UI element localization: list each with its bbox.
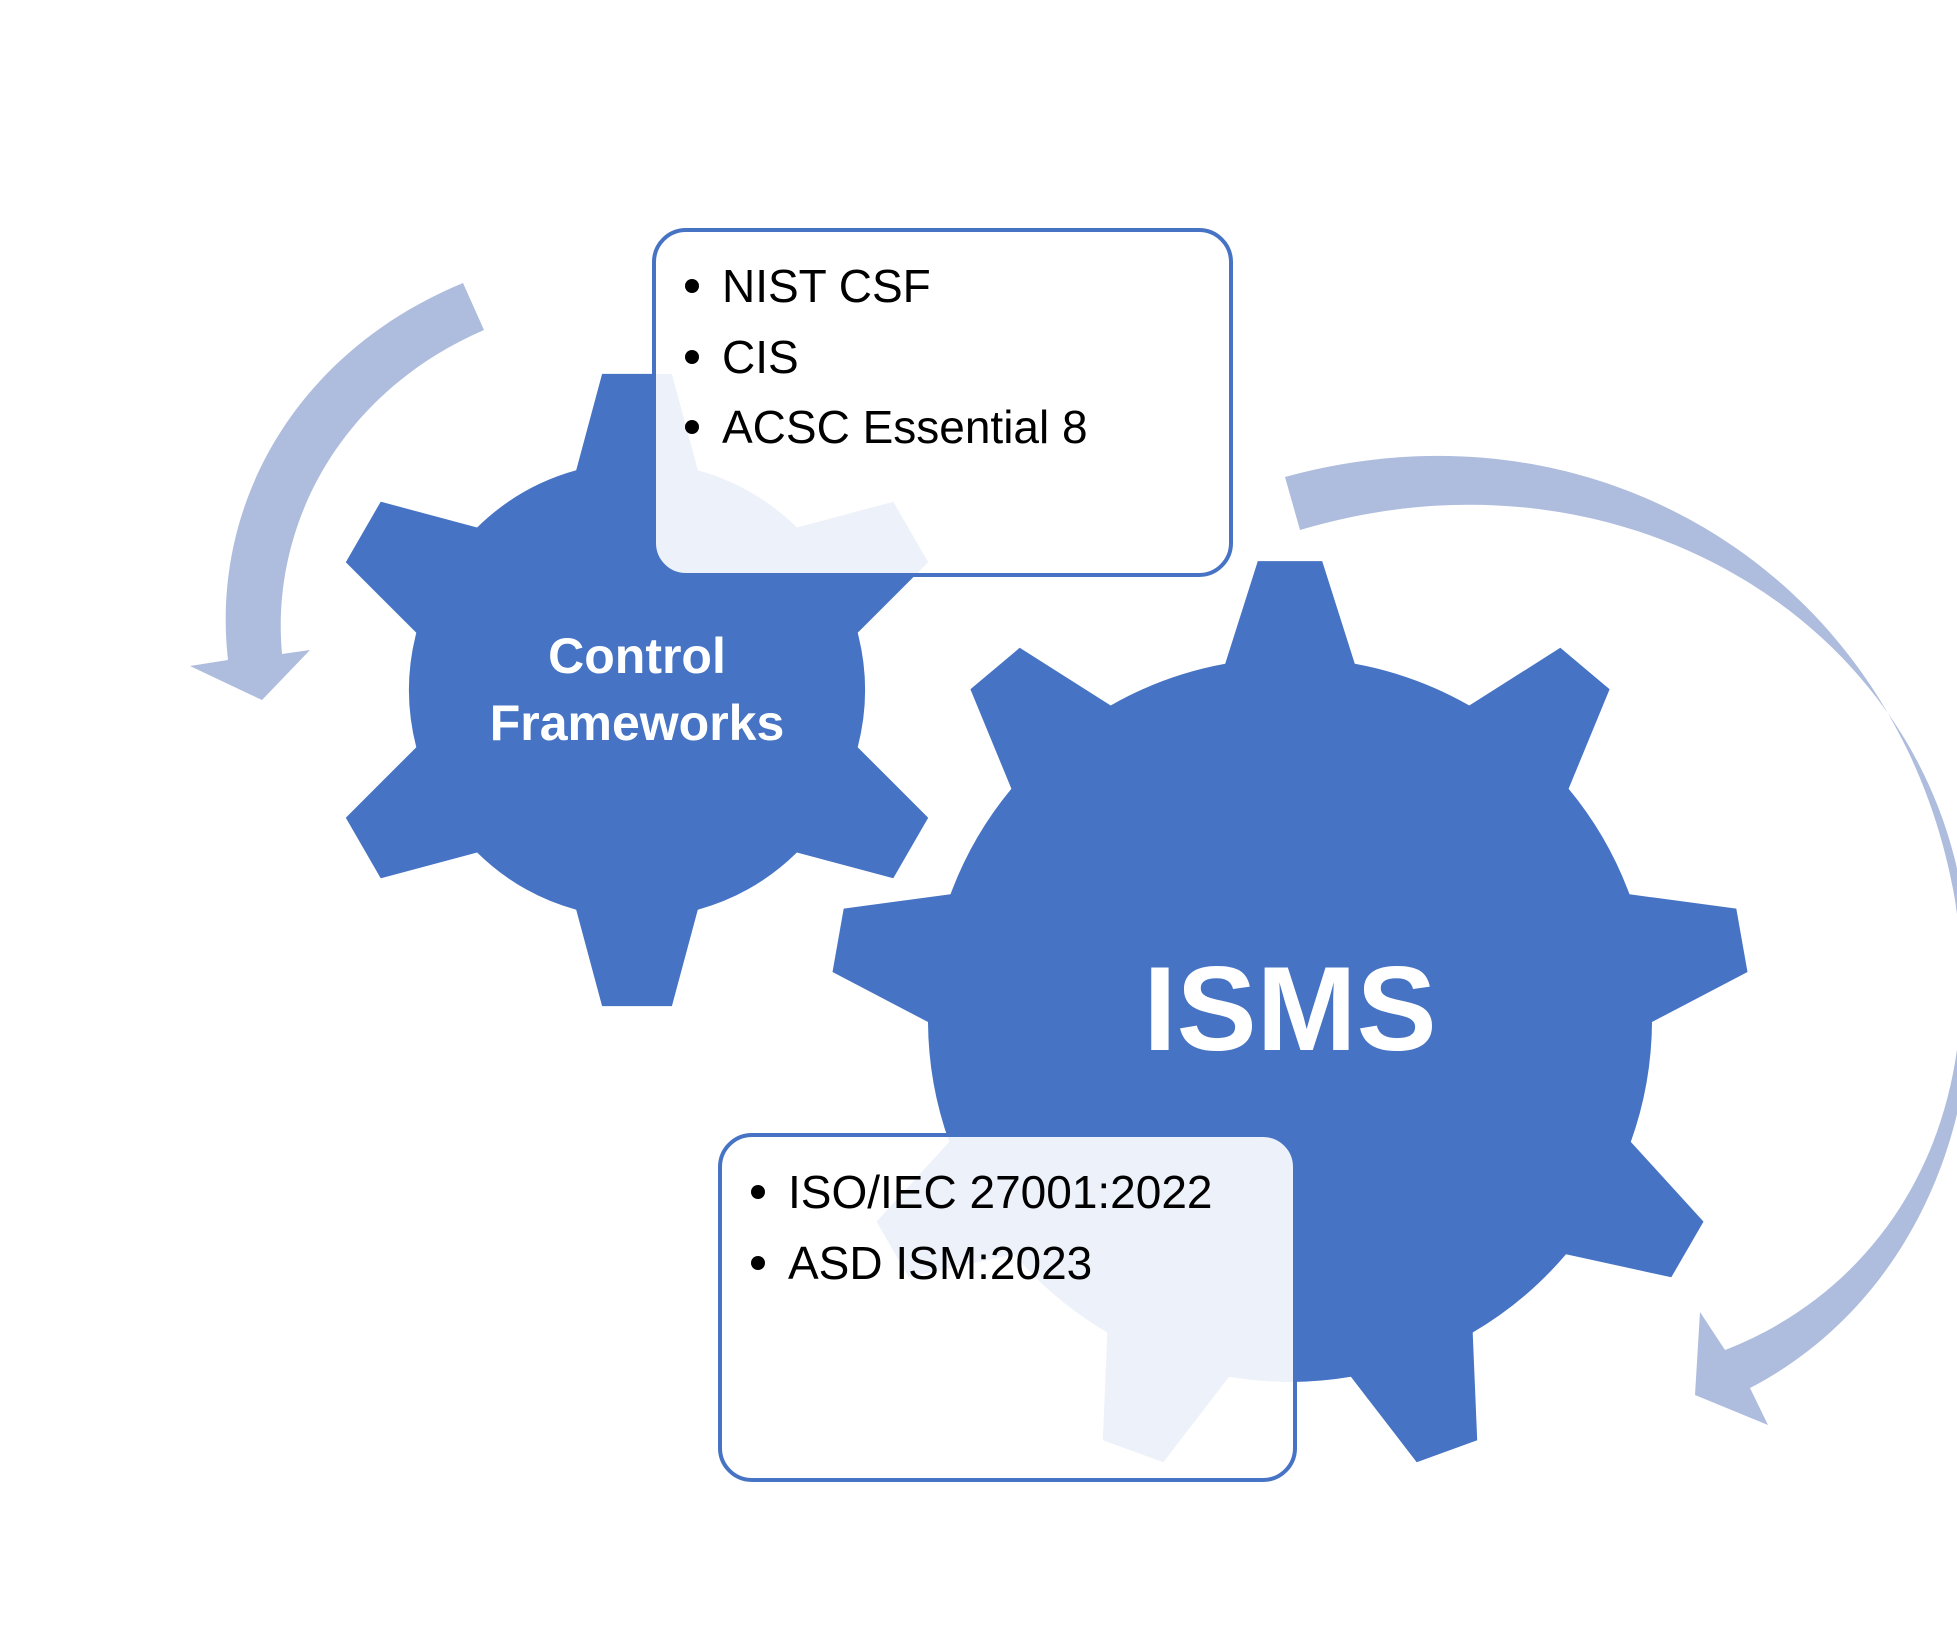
control-gear-label-line1: Control [548,628,726,684]
isms-callout: ISO/IEC 27001:2022 ASD ISM:2023 [718,1133,1297,1482]
bullet-dot [751,1256,765,1270]
callout-item-text: NIST CSF [722,260,931,312]
bullet-dot [751,1185,765,1199]
callout-item-text: ASD ISM:2023 [788,1237,1092,1289]
bullet-dot [685,279,699,293]
bullet-dot [685,350,699,364]
callout-item-text: ISO/IEC 27001:2022 [788,1166,1213,1218]
callout-item: ACSC Essential 8 [685,401,1088,453]
isms-gear-label: ISMS [1143,942,1436,1076]
callout-item: NIST CSF [685,260,931,312]
callout-item: ISO/IEC 27001:2022 [751,1166,1213,1218]
callout-item: CIS [685,331,799,383]
callout-item-text: CIS [722,331,799,383]
control-frameworks-callout: NIST CSF CIS ACSC Essential 8 [652,228,1233,577]
callout-item-text: ACSC Essential 8 [722,401,1088,453]
control-gear-label-line2: Frameworks [490,695,785,751]
callout-item: ASD ISM:2023 [751,1237,1092,1289]
bullet-dot [685,420,699,434]
cycle-arrow-left [190,283,484,700]
